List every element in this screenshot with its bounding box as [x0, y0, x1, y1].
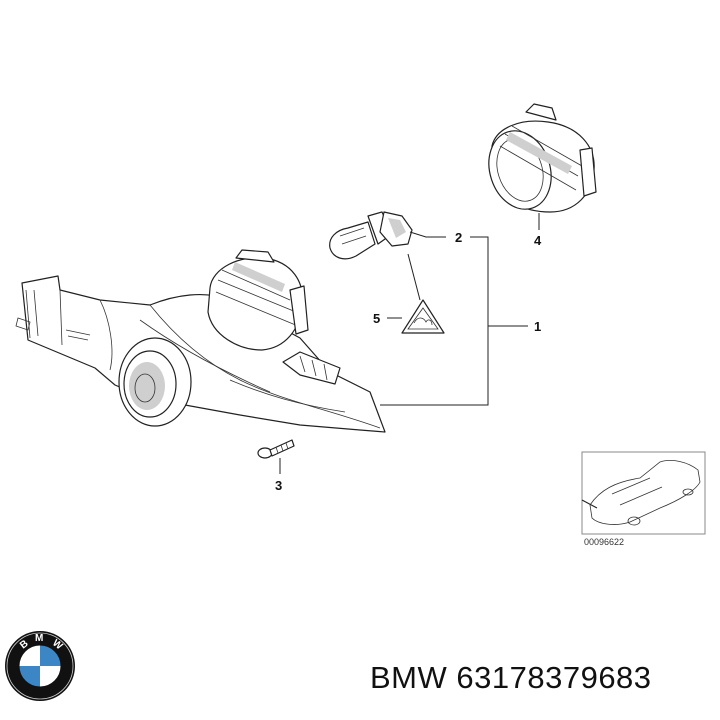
warning-label-triangle — [401, 299, 445, 334]
fog-lamp-housing — [15, 275, 386, 433]
part-caption: BMW 63178379683 — [370, 660, 652, 696]
bmw-logo-icon: B M W — [5, 631, 75, 701]
vehicle-locator-inset: 00096622 — [581, 451, 706, 547]
callout-1: 1 — [534, 319, 541, 334]
halogen-bulb — [329, 211, 413, 260]
callout-5: 5 — [373, 311, 380, 326]
leader-lines — [279, 213, 540, 474]
callout-2: 2 — [455, 230, 462, 245]
callout-3: 3 — [275, 478, 282, 493]
inset-code: 00096622 — [584, 537, 624, 547]
callout-4: 4 — [534, 233, 542, 248]
car-outline-icon — [589, 460, 701, 525]
socket-cover — [488, 103, 597, 213]
svg-text:M: M — [35, 633, 43, 644]
lamp-socket — [207, 249, 309, 351]
part-number: 63178379683 — [456, 660, 652, 695]
brand-name: BMW — [370, 660, 448, 695]
screw — [257, 439, 295, 459]
